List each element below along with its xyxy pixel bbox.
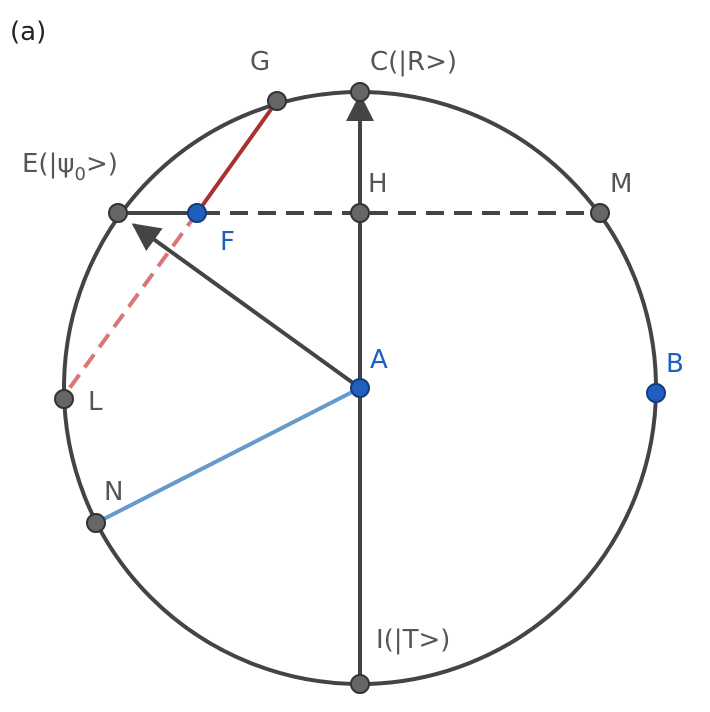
point-n <box>86 513 106 533</box>
point-m <box>590 203 610 223</box>
label-l: L <box>88 387 103 417</box>
vector-ae <box>131 223 362 390</box>
label-e-tail: >) <box>86 149 118 179</box>
label-a: A <box>370 345 388 375</box>
segment-fg <box>195 99 279 215</box>
label-n: N <box>104 477 123 507</box>
point-a <box>350 378 370 398</box>
label-m: M <box>610 169 632 199</box>
point-b <box>646 383 666 403</box>
point-g <box>267 91 287 111</box>
point-f <box>187 203 207 223</box>
point-c <box>350 82 370 102</box>
label-c: C(|R>) <box>370 47 457 77</box>
label-h: H <box>368 169 388 199</box>
label-g: G <box>250 47 270 77</box>
point-e <box>108 203 128 223</box>
point-l <box>54 389 74 409</box>
point-h <box>350 203 370 223</box>
label-e-main: E(|ψ <box>22 149 74 179</box>
label-b: B <box>666 349 684 379</box>
label-e-sub: 0 <box>74 164 85 185</box>
segment-an <box>95 386 361 525</box>
label-i: I(|T>) <box>376 625 450 655</box>
label-f: F <box>220 227 235 257</box>
point-i <box>350 674 370 694</box>
panel-label: (a) <box>10 17 46 47</box>
dashed-segment-fl <box>64 211 199 395</box>
label-e: E(|ψ0>) <box>22 149 118 185</box>
